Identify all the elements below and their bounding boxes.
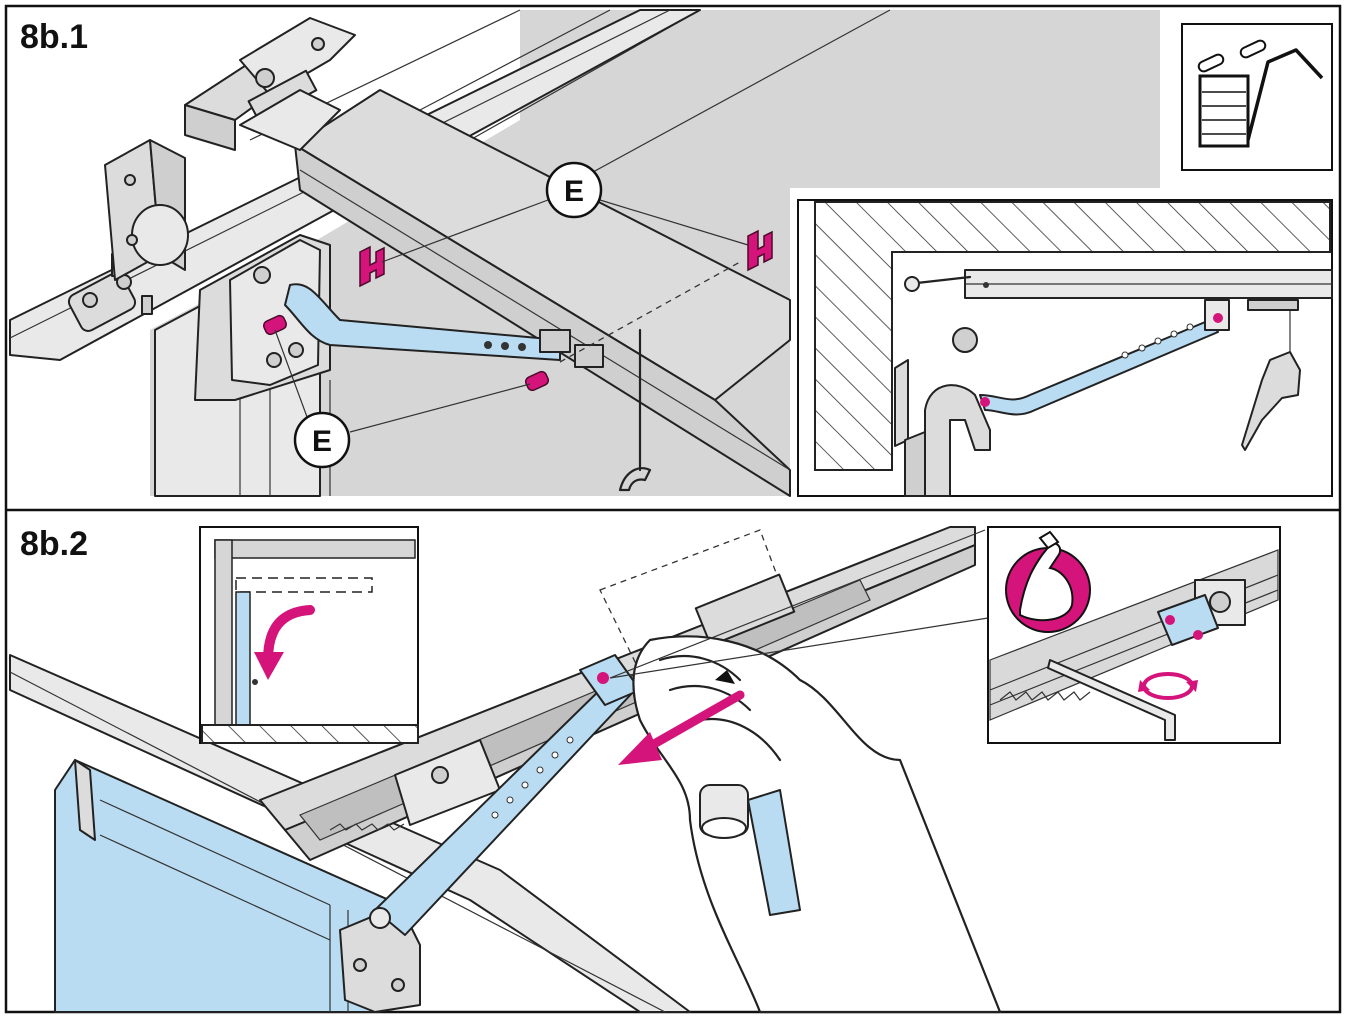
clip-icon — [747, 229, 773, 272]
release-handle — [699, 784, 801, 916]
curved-arrow-icon — [254, 605, 315, 680]
carriage — [394, 529, 796, 826]
direction-arrow-icon — [618, 690, 745, 765]
hand — [632, 635, 1002, 1014]
door-bracket — [194, 234, 331, 401]
inset-door-type — [1181, 23, 1333, 171]
callout-e-lower: E — [293, 411, 351, 469]
door-blue-lower — [54, 759, 401, 1013]
wall-bracket-left — [104, 139, 189, 281]
strong-arm-icon — [1005, 530, 1091, 633]
header-bracket — [184, 17, 356, 151]
clip-icon — [359, 245, 385, 288]
step-label-8b2: 8b.2 — [20, 525, 88, 563]
inset-door-movement — [199, 526, 419, 744]
hatched-wall — [814, 201, 1331, 471]
callout-e-upper: E — [545, 161, 603, 219]
bolt-icon — [524, 370, 550, 392]
panel-8b1: E E 8b.1 — [9, 9, 1160, 497]
rotate-arrows-icon — [1138, 672, 1198, 700]
inset-zoom — [987, 526, 1281, 744]
shaft-coupling — [67, 253, 153, 332]
bolt-icon — [262, 314, 288, 336]
operator-rail — [239, 89, 791, 497]
hardware-e — [262, 229, 773, 392]
step-label-8b1: 8b.1 — [20, 18, 88, 56]
hex-key-icon — [1047, 659, 1176, 741]
release-handle-icon — [618, 467, 652, 492]
sectional-door-icon — [1197, 39, 1324, 148]
svg-text:E: E — [312, 425, 332, 458]
svg-text:E: E — [564, 175, 584, 208]
panel-8b2: 8b.2 — [9, 525, 1002, 1014]
inset-cross-section — [797, 199, 1333, 497]
